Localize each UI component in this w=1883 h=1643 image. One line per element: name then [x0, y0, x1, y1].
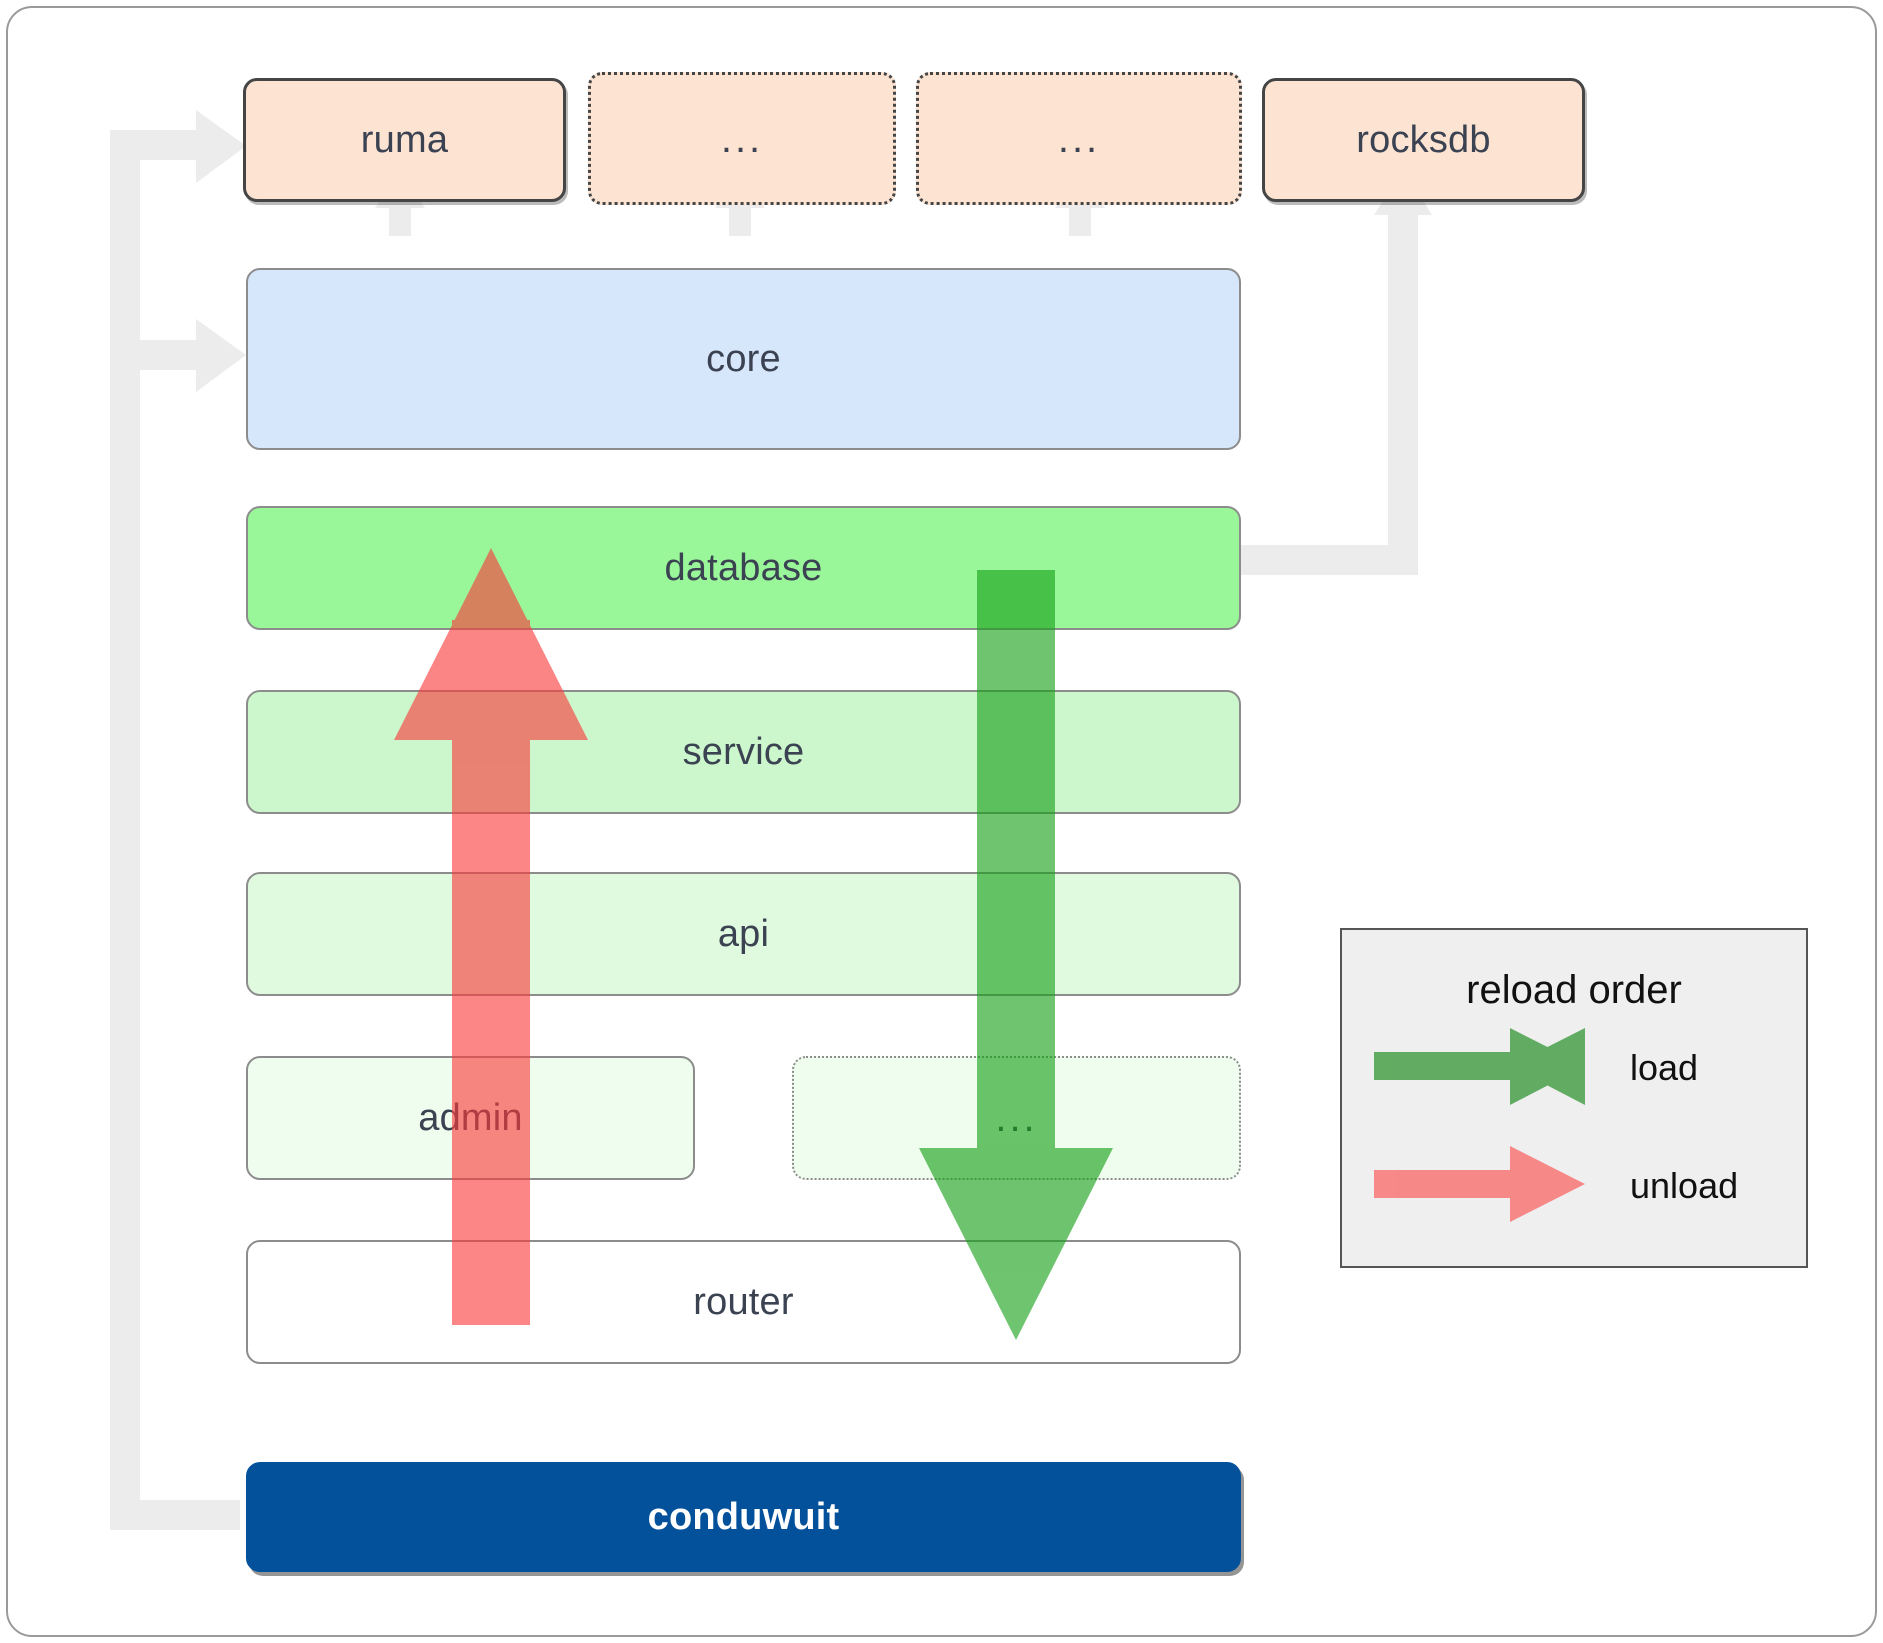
layer-label: admin [418, 1096, 523, 1139]
legend-arrows [1374, 1028, 1585, 1222]
layer-box-router[interactable]: router [246, 1240, 1241, 1364]
root-box-conduwuit[interactable]: conduwuit [246, 1462, 1241, 1572]
legend-label-unload: unload [1630, 1165, 1739, 1206]
dependency-box-rocksdb[interactable]: rocksdb [1262, 78, 1585, 202]
legend-panel: reload order load unload [1340, 928, 1808, 1268]
legend-label-load: load [1630, 1047, 1699, 1088]
dependency-label: rocksdb [1356, 118, 1491, 161]
layer-label: router [693, 1280, 794, 1323]
layer-box-core[interactable]: core [246, 268, 1241, 450]
dependency-box-ellipsis-2[interactable]: ... [916, 72, 1242, 205]
legend-load-arrow [1374, 1028, 1585, 1105]
legend-title: reload order [1466, 968, 1682, 1012]
layer-box-database[interactable]: database [246, 506, 1241, 630]
layer-label: api [717, 912, 770, 955]
layer-box-admin[interactable]: admin [246, 1056, 695, 1180]
layer-label: database [664, 546, 823, 589]
layer-box-api[interactable]: api [246, 872, 1241, 996]
diagram-frame [6, 6, 1877, 1637]
root-label: conduwuit [647, 1495, 840, 1538]
legend-unload-arrow [1374, 1146, 1585, 1222]
layer-label: core [706, 337, 781, 380]
dependency-label: ... [1057, 116, 1101, 161]
dependency-label: ruma [360, 118, 449, 161]
dependency-box-ellipsis-1[interactable]: ... [588, 72, 896, 205]
layer-label: ... [995, 1096, 1038, 1140]
layer-box-ellipsis[interactable]: ... [792, 1056, 1241, 1180]
layer-box-service[interactable]: service [246, 690, 1241, 814]
dependency-box-ruma[interactable]: ruma [243, 78, 566, 202]
dependency-label: ... [720, 116, 764, 161]
layer-label: service [682, 730, 805, 773]
